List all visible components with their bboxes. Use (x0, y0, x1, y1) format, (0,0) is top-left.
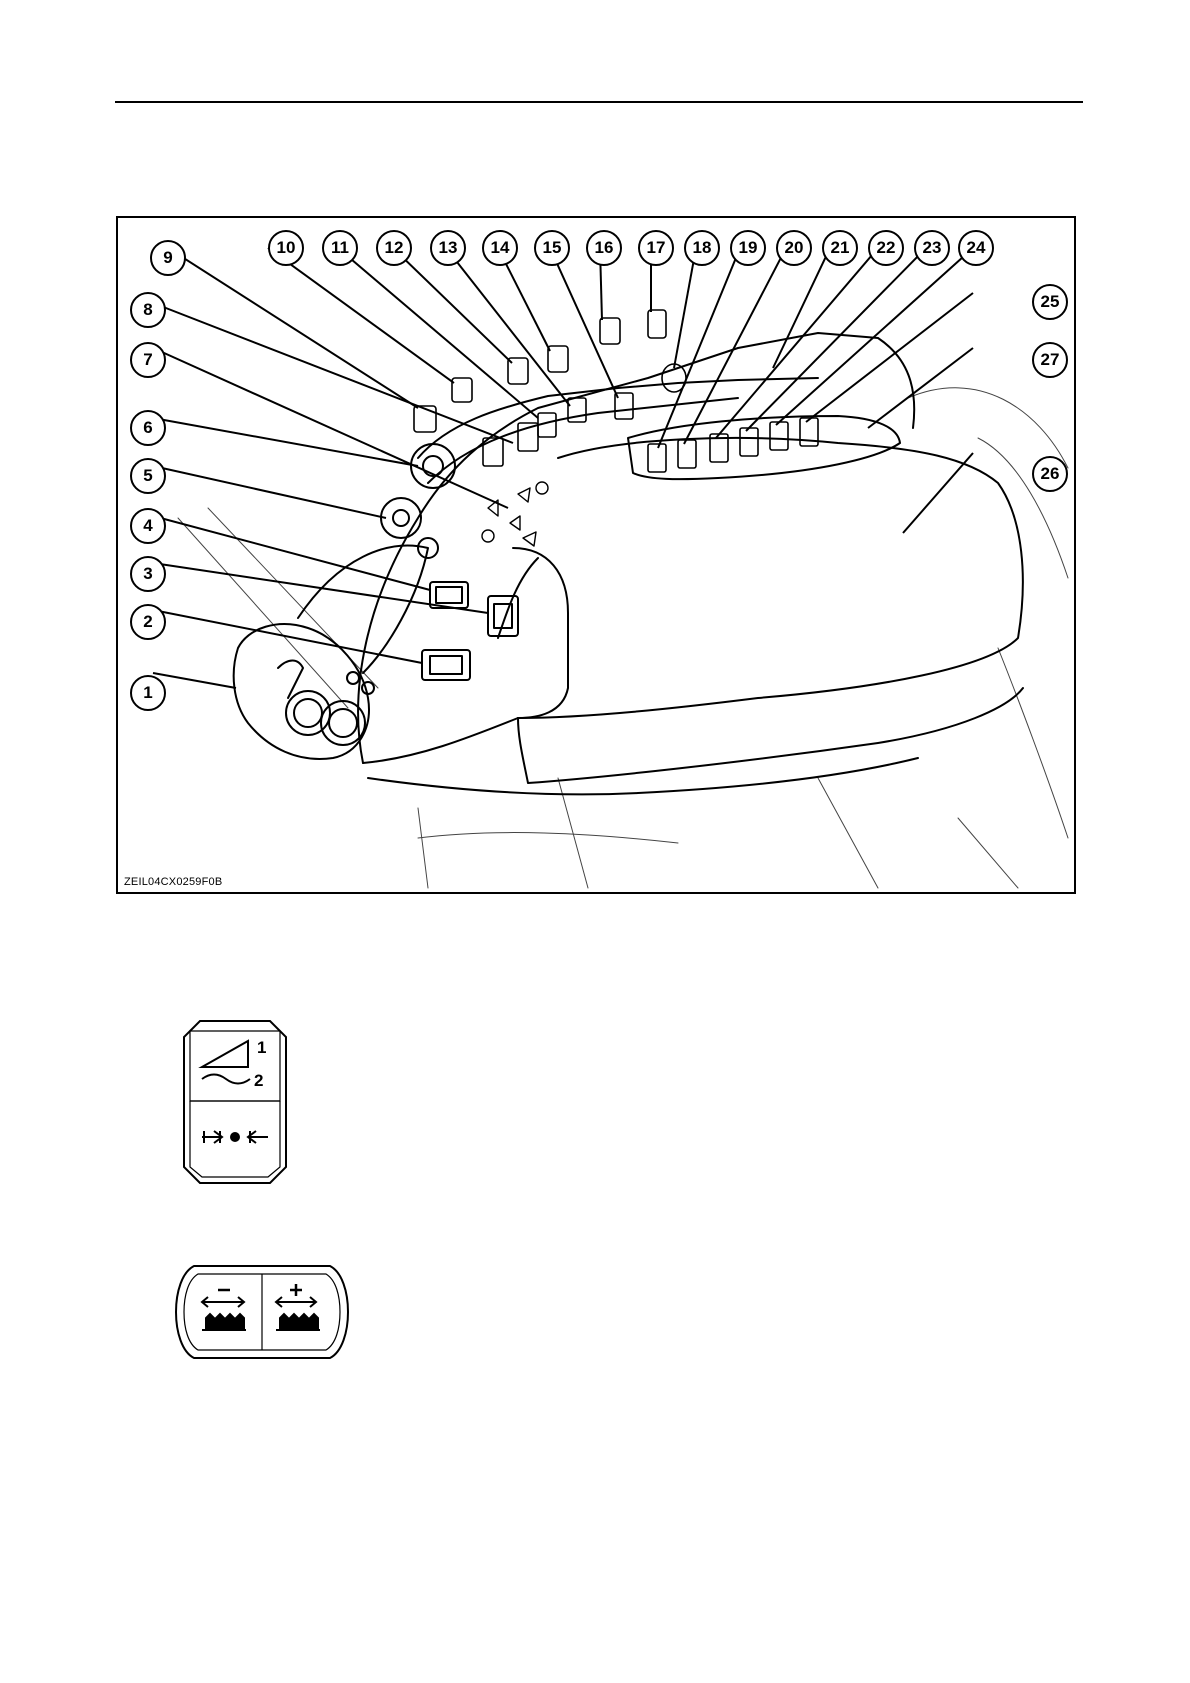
position-label-2: 2 (254, 1071, 263, 1091)
height-float-switch-symbol: 1 2 (180, 1017, 290, 1192)
callout-22: 22 (868, 230, 904, 266)
callout-12: 12 (376, 230, 412, 266)
header-rule (115, 101, 1083, 103)
callout-5: 5 (130, 458, 166, 494)
callout-4: 4 (130, 508, 166, 544)
width-adjust-switch-graphic (174, 1262, 350, 1362)
console-figure: 9 8 7 6 5 4 3 2 1 10 11 12 13 14 15 16 1… (116, 216, 1076, 894)
callout-18: 18 (684, 230, 720, 266)
console-illustration (118, 218, 1074, 892)
width-adjust-switch-symbol (174, 1262, 350, 1367)
callout-14: 14 (482, 230, 518, 266)
position-label-1: 1 (257, 1038, 266, 1058)
callout-21: 21 (822, 230, 858, 266)
callout-17: 17 (638, 230, 674, 266)
callout-16: 16 (586, 230, 622, 266)
callout-3: 3 (130, 556, 166, 592)
callout-27: 27 (1032, 342, 1068, 378)
callout-8: 8 (130, 292, 166, 328)
callout-9: 9 (150, 240, 186, 276)
callout-24: 24 (958, 230, 994, 266)
callout-26: 26 (1032, 456, 1068, 492)
callout-7: 7 (130, 342, 166, 378)
callout-6: 6 (130, 410, 166, 446)
callout-11: 11 (322, 230, 358, 266)
callout-25: 25 (1032, 284, 1068, 320)
callout-23: 23 (914, 230, 950, 266)
callout-19: 19 (730, 230, 766, 266)
callout-20: 20 (776, 230, 812, 266)
callout-15: 15 (534, 230, 570, 266)
height-float-switch-graphic (180, 1017, 290, 1187)
callout-1: 1 (130, 675, 166, 711)
figure-code: ZEIL04CX0259F0B (124, 876, 222, 888)
callout-2: 2 (130, 604, 166, 640)
callout-10: 10 (268, 230, 304, 266)
callout-13: 13 (430, 230, 466, 266)
